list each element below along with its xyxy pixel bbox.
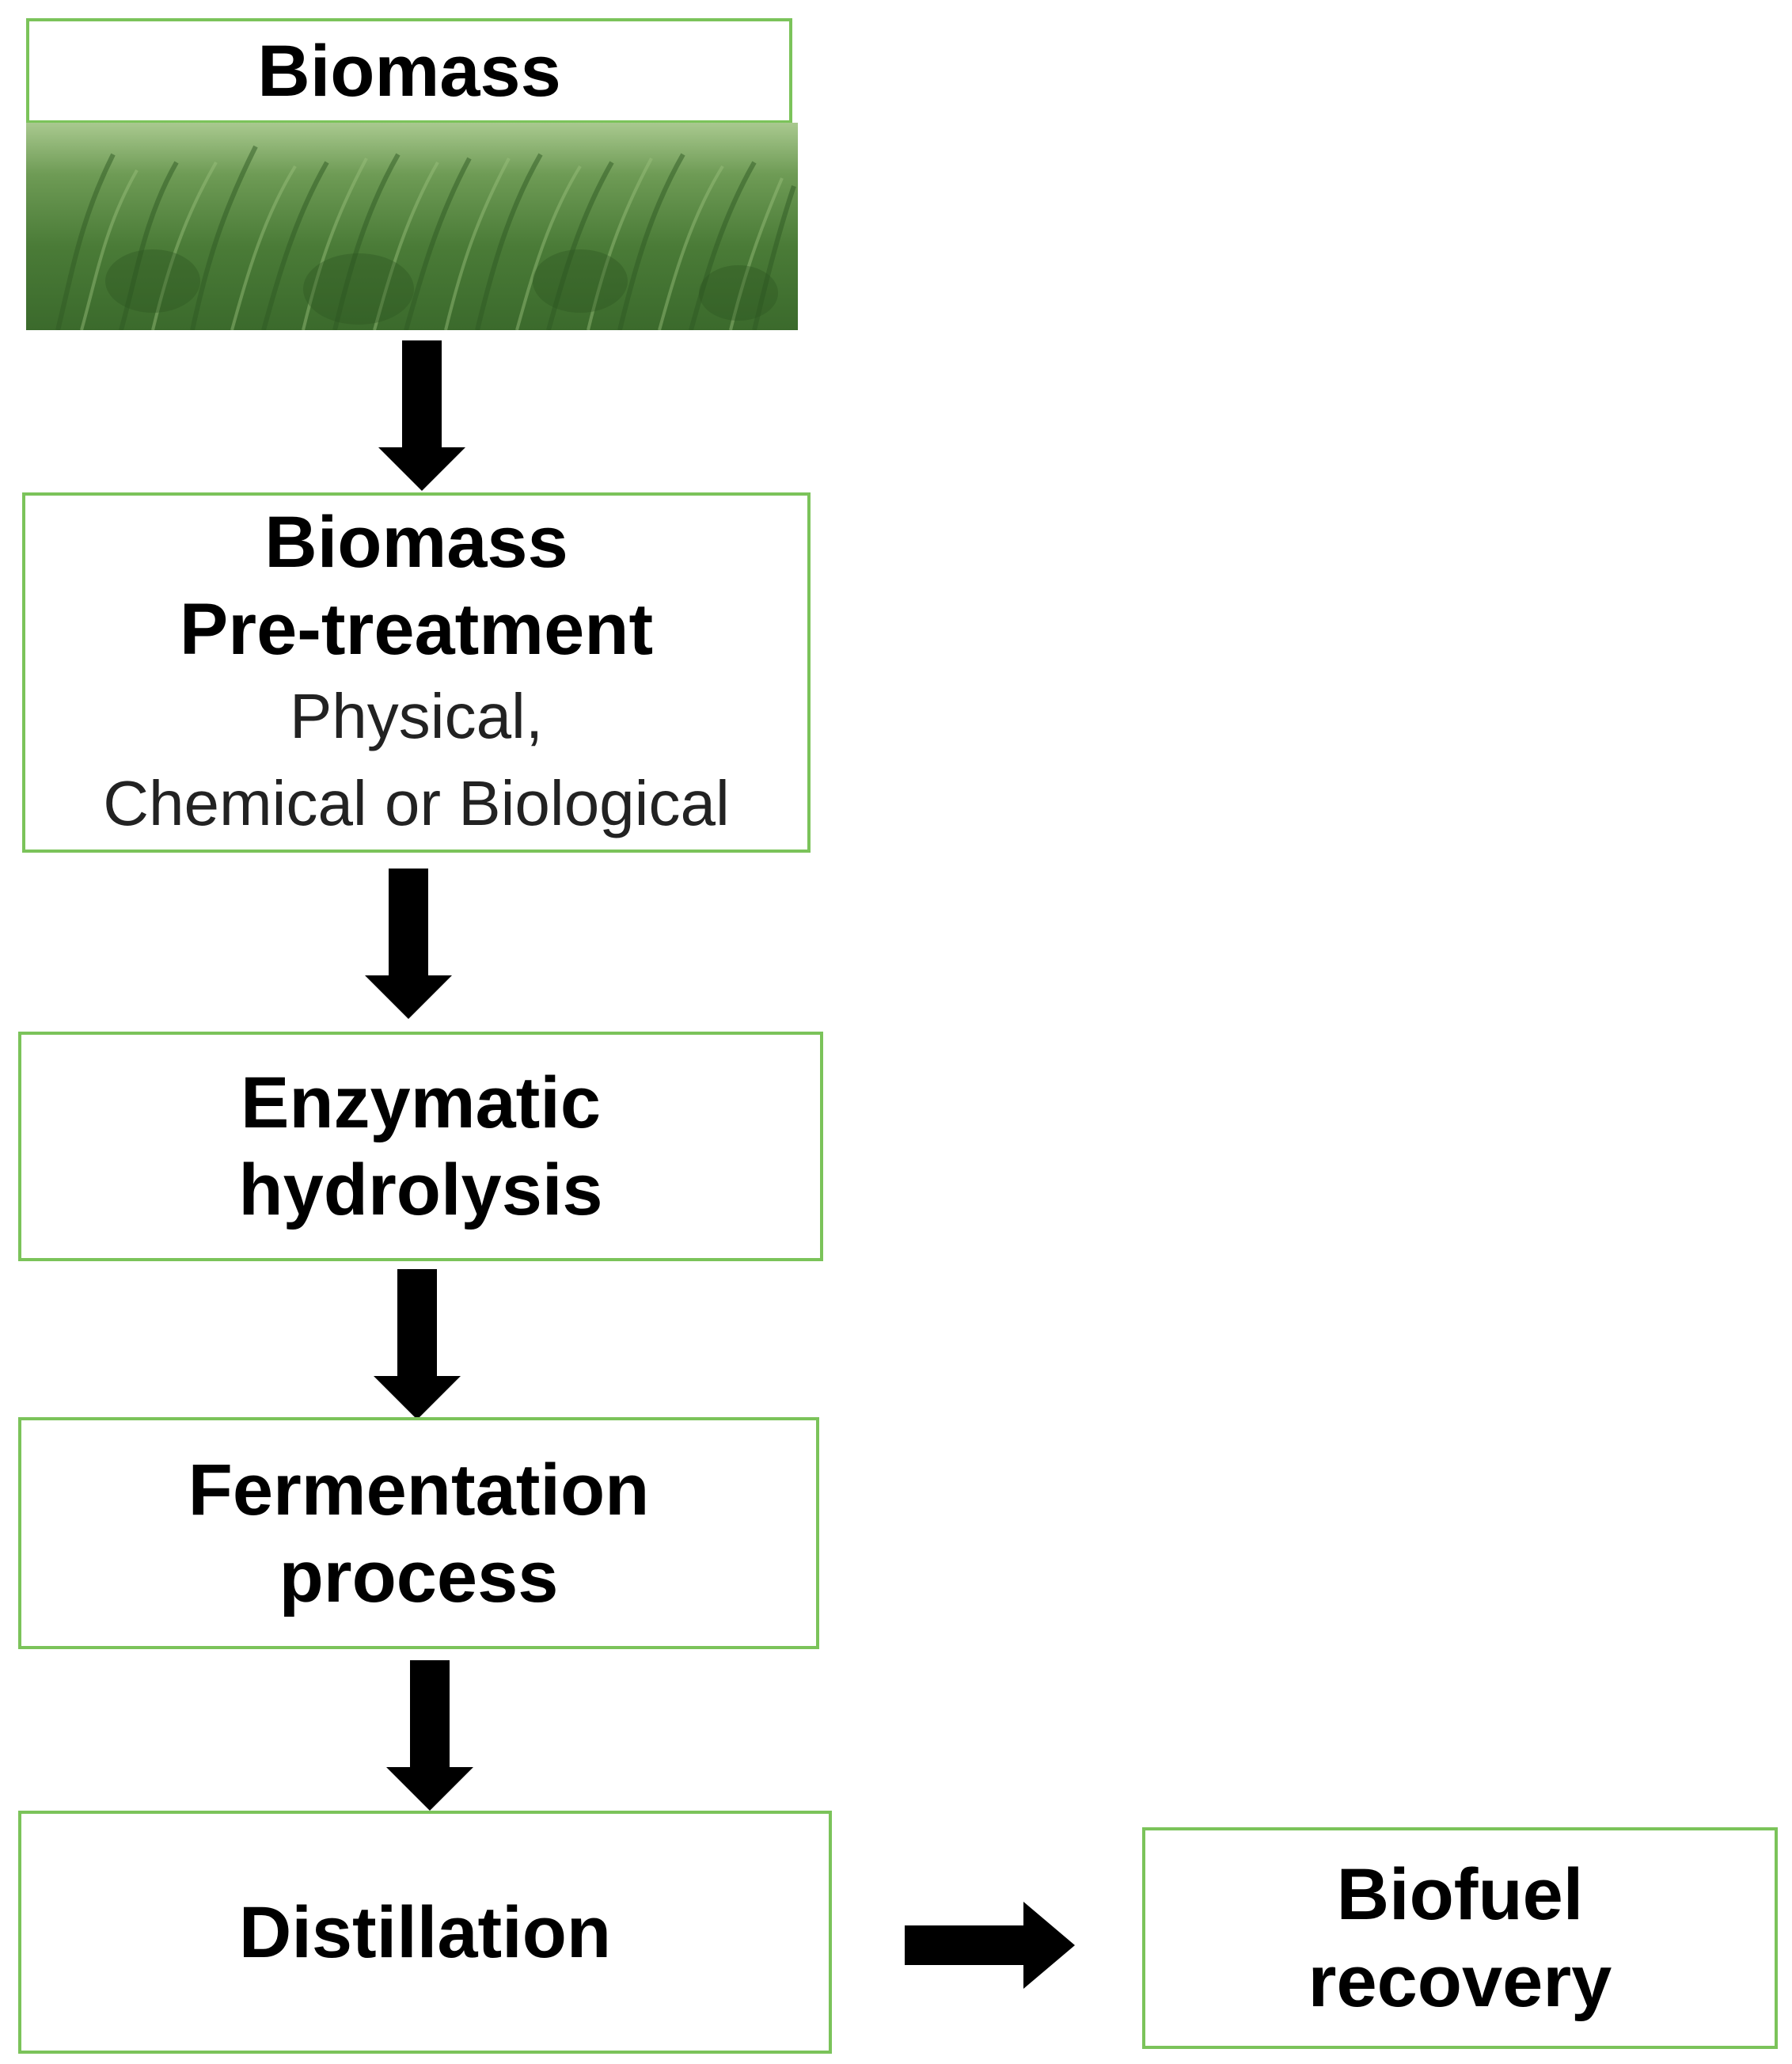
distillation-box: Distillation bbox=[18, 1811, 832, 2054]
hydrolysis-box: Enzymatic hydrolysis bbox=[18, 1032, 823, 1261]
biomass-label: Biomass bbox=[257, 30, 561, 112]
fermentation-line2: process bbox=[279, 1536, 559, 1617]
right-arrow-icon bbox=[905, 1902, 1075, 1989]
pretreatment-detail-line1: Physical, bbox=[289, 680, 544, 751]
pretreatment-box: Biomass Pre-treatment Physical, Chemical… bbox=[22, 492, 811, 853]
fermentation-line1: Fermentation bbox=[188, 1449, 650, 1530]
pretreatment-detail-line2: Chemical or Biological bbox=[103, 767, 730, 838]
down-arrow-icon bbox=[378, 340, 465, 491]
pretreatment-title-line2: Pre-treatment bbox=[179, 588, 654, 670]
recovery-line2: recovery bbox=[1308, 1941, 1612, 2022]
distillation-label: Distillation bbox=[238, 1891, 612, 1973]
down-arrow-icon bbox=[386, 1660, 473, 1811]
down-arrow-icon bbox=[374, 1269, 461, 1420]
recovery-line1: Biofuel bbox=[1336, 1854, 1584, 1935]
down-arrow-icon bbox=[365, 869, 452, 1019]
pretreatment-title-line1: Biomass bbox=[264, 501, 568, 583]
fermentation-box: Fermentation process bbox=[18, 1417, 819, 1649]
grass-field-image bbox=[26, 123, 798, 330]
hydrolysis-line2: hydrolysis bbox=[238, 1150, 603, 1230]
recovery-box: Biofuel recovery bbox=[1142, 1827, 1778, 2049]
hydrolysis-line1: Enzymatic bbox=[240, 1062, 602, 1143]
biomass-box: Biomass bbox=[26, 18, 792, 124]
